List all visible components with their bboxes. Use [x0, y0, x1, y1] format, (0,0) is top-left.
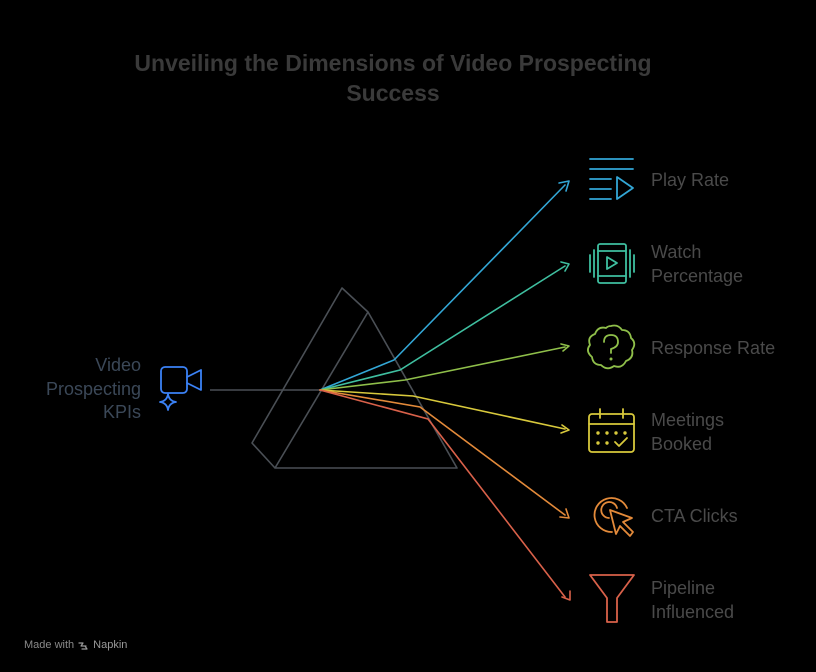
play-rate-text: Play Rate: [651, 170, 730, 190]
ray-response-rate: [319, 346, 566, 391]
title-line-1: Unveiling the Dimensions of Video Prospe…: [134, 50, 652, 76]
input-label-line-3: KPIs: [102, 402, 141, 422]
watch-percentage-text-2: Percentage: [651, 266, 744, 286]
prism-back-edge: [251, 287, 369, 469]
arrowhead-meetings-booked: [560, 424, 570, 434]
napkin-logo-icon: [78, 641, 88, 650]
input-label-line-2: Prospecting: [45, 378, 141, 399]
output-label-cta-clicks: CTA Clicks: [651, 504, 738, 528]
diagram-title: Unveiling the Dimensions of Video Prospe…: [0, 48, 786, 108]
arrowhead-response-rate: [560, 343, 570, 352]
output-label-pipeline-influenced: Pipeline Influenced: [651, 576, 734, 624]
output-label-watch-percentage: Watch Percentage: [651, 240, 743, 288]
arrowhead-play-rate: [558, 180, 570, 192]
ray-watch-percentage: [319, 265, 566, 391]
arrowhead-pipeline-influenced: [561, 590, 571, 601]
arrowheads: [558, 180, 571, 601]
napkin-brand-text: Napkin: [93, 639, 128, 651]
output-label-meetings-booked: Meetings Booked: [651, 408, 724, 456]
ray-pipeline-influenced: [319, 389, 566, 598]
pipeline-influenced-text-1: Pipeline: [651, 578, 716, 598]
arrowhead-watch-percentage: [560, 261, 570, 272]
ray-cta-clicks: [319, 389, 566, 516]
video-camera-sparkle-icon: [159, 366, 202, 411]
funnel-icon: [589, 574, 635, 623]
cta-clicks-text: CTA Clicks: [651, 506, 738, 526]
input-label: Video Prospecting KPIs: [1, 354, 141, 425]
meetings-booked-text-1: Meetings: [651, 410, 725, 430]
title-line-2: Success: [346, 80, 440, 106]
question-badge-icon: [587, 324, 636, 370]
pipeline-influenced-text-2: Influenced: [651, 602, 735, 622]
calendar-check-icon: [588, 408, 635, 453]
ray-meetings-booked: [319, 389, 566, 430]
made-with-napkin-footer[interactable]: Made with Napkin: [24, 638, 127, 652]
prism: [251, 287, 458, 469]
rays: [319, 184, 566, 598]
video-frame-play-icon: [589, 243, 635, 284]
made-with-text: Made with: [24, 639, 75, 651]
response-rate-text: Response Rate: [651, 338, 776, 358]
click-target-icon: [593, 497, 634, 537]
output-label-response-rate: Response Rate: [651, 336, 775, 360]
output-label-play-rate: Play Rate: [651, 168, 729, 192]
meetings-booked-text-2: Booked: [651, 434, 713, 454]
watch-percentage-text-1: Watch: [651, 242, 702, 262]
ray-play-rate: [319, 184, 566, 391]
play-list-icon: [589, 158, 634, 200]
input-label-line-1: Video: [95, 355, 141, 375]
arrowhead-cta-clicks: [559, 508, 570, 519]
